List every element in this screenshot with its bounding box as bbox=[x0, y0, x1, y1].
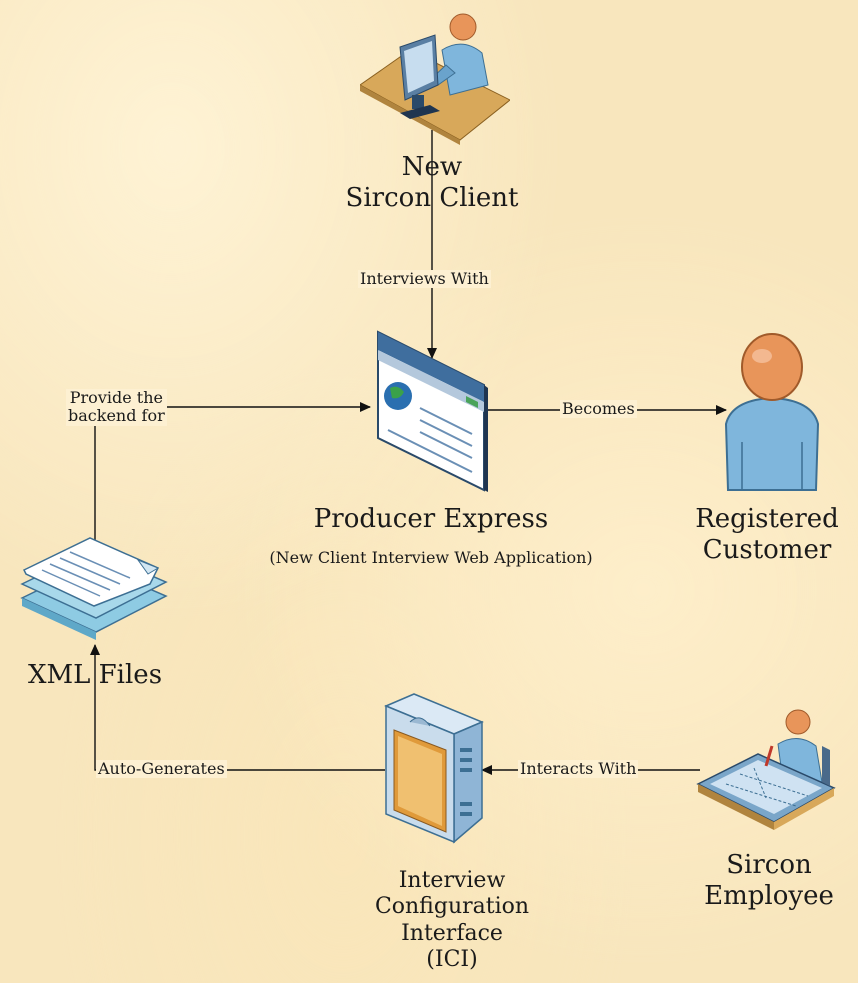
node-label-producer-express: Producer Express bbox=[313, 504, 549, 534]
node-label-new-client: New Sircon Client bbox=[312, 152, 552, 214]
registered-customer-line2: Customer bbox=[702, 535, 832, 566]
user-icon bbox=[724, 333, 820, 491]
node-label-registered-customer: Registered Customer bbox=[672, 504, 858, 566]
ici-line4: (ICI) bbox=[426, 947, 478, 973]
sircon-employee-line1: Sircon bbox=[726, 850, 812, 880]
edge-label-becomes: Becomes bbox=[560, 399, 637, 419]
node-sublabel-producer-express: (New Client Interview Web Application) bbox=[269, 548, 593, 567]
node-label-ici: Interview Configuration Interface (ICI) bbox=[332, 868, 572, 974]
web-application-window-icon bbox=[377, 330, 488, 492]
provide-backend-line1: Provide the bbox=[69, 388, 163, 407]
ici-line2: Configuration bbox=[374, 894, 530, 920]
sircon-employee-line2: Employee bbox=[704, 881, 834, 912]
edge-label-provide-backend: Provide the backend for bbox=[66, 388, 167, 426]
provide-backend-line2: backend for bbox=[68, 406, 165, 426]
person-at-computer-icon bbox=[360, 13, 510, 145]
person-at-drafting-table-icon bbox=[696, 709, 836, 830]
document-stack-icon bbox=[20, 537, 168, 640]
server-icon bbox=[384, 693, 484, 844]
new-client-line1: New bbox=[401, 152, 463, 182]
registered-customer-line1: Registered bbox=[695, 504, 839, 534]
node-label-xml-files: XML Files bbox=[27, 660, 163, 690]
edge-label-interacts-with: Interacts With bbox=[518, 759, 639, 779]
edge-auto-generates bbox=[90, 644, 385, 771]
edge-label-auto-generates: Auto-Generates bbox=[96, 759, 227, 779]
edge-label-interviews-with: Interviews With bbox=[358, 269, 491, 289]
ici-line3: Interface bbox=[401, 920, 503, 946]
node-label-sircon-employee: Sircon Employee bbox=[684, 850, 854, 912]
ici-line1: Interview bbox=[398, 868, 506, 893]
new-client-line2: Sircon Client bbox=[345, 183, 519, 214]
